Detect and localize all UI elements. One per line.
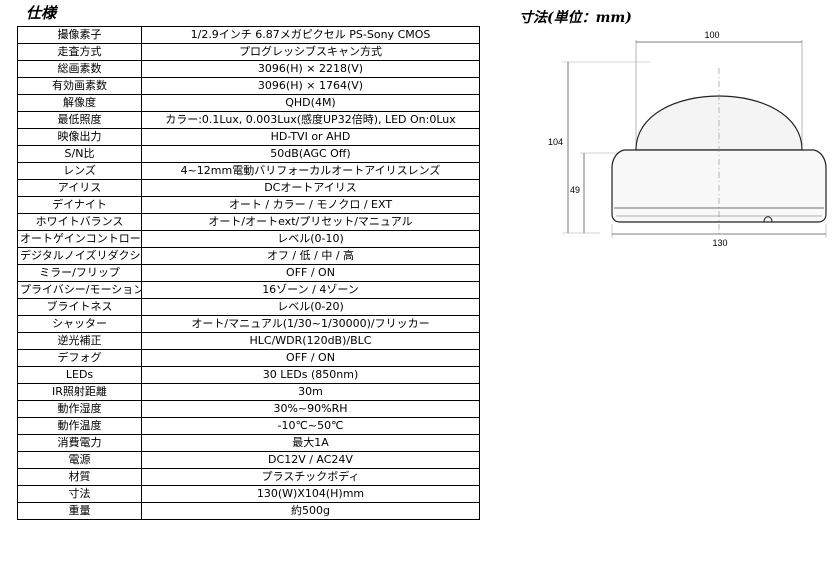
spec-label: 解像度 [17, 94, 142, 112]
spec-label: アイリス [17, 179, 142, 197]
spec-value: HLC/WDR(120dB)/BLC [141, 332, 480, 350]
spec-value: 16ゾーン / 4ゾーン [141, 281, 480, 299]
spec-label: 映像出力 [17, 128, 142, 146]
base-width-label: 130 [712, 238, 727, 248]
spec-value: 4~12mm電動バリフォーカルオートアイリスレンズ [141, 162, 480, 180]
spec-label: 走査方式 [17, 43, 142, 61]
spec-row: デジタルノイズリダクションオフ / 低 / 中 / 高 [17, 247, 480, 265]
spec-label: 最低照度 [17, 111, 142, 129]
spec-label: 重量 [17, 502, 142, 520]
spec-label: 動作温度 [17, 417, 142, 435]
spec-row: 走査方式プログレッシブスキャン方式 [17, 43, 480, 61]
spec-row: 最低照度カラー:0.1Lux, 0.003Lux(感度UP32倍時), LED … [17, 111, 480, 129]
spec-row: 動作温度-10℃~50℃ [17, 417, 480, 435]
spec-value: レベル(0-20) [141, 298, 480, 316]
spec-value: オート / カラー / モノクロ / EXT [141, 196, 480, 214]
spec-label: 電源 [17, 451, 142, 469]
spec-heading: 仕様 [26, 4, 57, 22]
top-width-label: 100 [704, 30, 719, 40]
spec-value: オート/オートext/プリセット/マニュアル [141, 213, 480, 231]
spec-label: デジタルノイズリダクション [17, 247, 142, 265]
spec-value: 最大1A [141, 434, 480, 452]
spec-value: OFF / ON [141, 264, 480, 282]
spec-label: 有効画素数 [17, 77, 142, 95]
spec-value: プラスチックボディ [141, 468, 480, 486]
spec-value: 1/2.9インチ 6.87メガピクセル PS-Sony CMOS [141, 26, 480, 44]
spec-label: レンズ [17, 162, 142, 180]
spec-label: デイナイト [17, 196, 142, 214]
spec-label: 逆光補正 [17, 332, 142, 350]
spec-label: S/N比 [17, 145, 142, 163]
spec-label: ホワイトバランス [17, 213, 142, 231]
spec-value: 50dB(AGC Off) [141, 145, 480, 163]
spec-label: デフォグ [17, 349, 142, 367]
spec-value: OFF / ON [141, 349, 480, 367]
spec-value: 30m [141, 383, 480, 401]
spec-value: 約500g [141, 502, 480, 520]
spec-label: ミラー/フリップ [17, 264, 142, 282]
spec-label: 撮像素子 [17, 26, 142, 44]
spec-label: 寸法 [17, 485, 142, 503]
spec-value: 30%~90%RH [141, 400, 480, 418]
spec-value: オフ / 低 / 中 / 高 [141, 247, 480, 265]
spec-label: IR照射距離 [17, 383, 142, 401]
spec-value: DC12V / AC24V [141, 451, 480, 469]
spec-value: プログレッシブスキャン方式 [141, 43, 480, 61]
spec-row: ブライトネスレベル(0-20) [17, 298, 480, 316]
spec-label: シャッター [17, 315, 142, 333]
spec-value: DCオートアイリス [141, 179, 480, 197]
spec-value: オート/マニュアル(1/30~1/30000)/フリッカー [141, 315, 480, 333]
spec-label: プライバシー/モーション [17, 281, 142, 299]
spec-value: 3096(H) × 1764(V) [141, 77, 480, 95]
spec-label: オートゲインコントロール [17, 230, 142, 248]
dimension-heading: 寸法(単位：mm) [519, 10, 632, 26]
spec-value: 3096(H) × 2218(V) [141, 60, 480, 78]
total-height-label: 104 [548, 137, 563, 147]
spec-value: 30 LEDs (850nm) [141, 366, 480, 384]
spec-value: -10℃~50℃ [141, 417, 480, 435]
spec-label: 消費電力 [17, 434, 142, 452]
spec-label: 動作湿度 [17, 400, 142, 418]
base-height-label: 49 [570, 185, 580, 195]
spec-row: デイナイトオート / カラー / モノクロ / EXT [17, 196, 480, 214]
spec-row: 材質プラスチックボディ [17, 468, 480, 486]
spec-row: ホワイトバランスオート/オートext/プリセット/マニュアル [17, 213, 480, 231]
spec-value: レベル(0-10) [141, 230, 480, 248]
spec-value: カラー:0.1Lux, 0.003Lux(感度UP32倍時), LED On:0… [141, 111, 480, 129]
spec-row: シャッターオート/マニュアル(1/30~1/30000)/フリッカー [17, 315, 480, 333]
spec-label: ブライトネス [17, 298, 142, 316]
spec-row: 重量約500g [17, 502, 480, 520]
spec-value: HD-TVI or AHD [141, 128, 480, 146]
spec-label: 総画素数 [17, 60, 142, 78]
screw-notch [763, 216, 773, 223]
spec-label: 材質 [17, 468, 142, 486]
camera-dimension-diagram: 100 104 49 130 [548, 30, 827, 248]
spec-label: LEDs [17, 366, 142, 384]
spec-row: 消費電力最大1A [17, 434, 480, 452]
spec-value: QHD(4M) [141, 94, 480, 112]
spec-row: オートゲインコントロールレベル(0-10) [17, 230, 480, 248]
spec-value: 130(W)X104(H)mm [141, 485, 480, 503]
